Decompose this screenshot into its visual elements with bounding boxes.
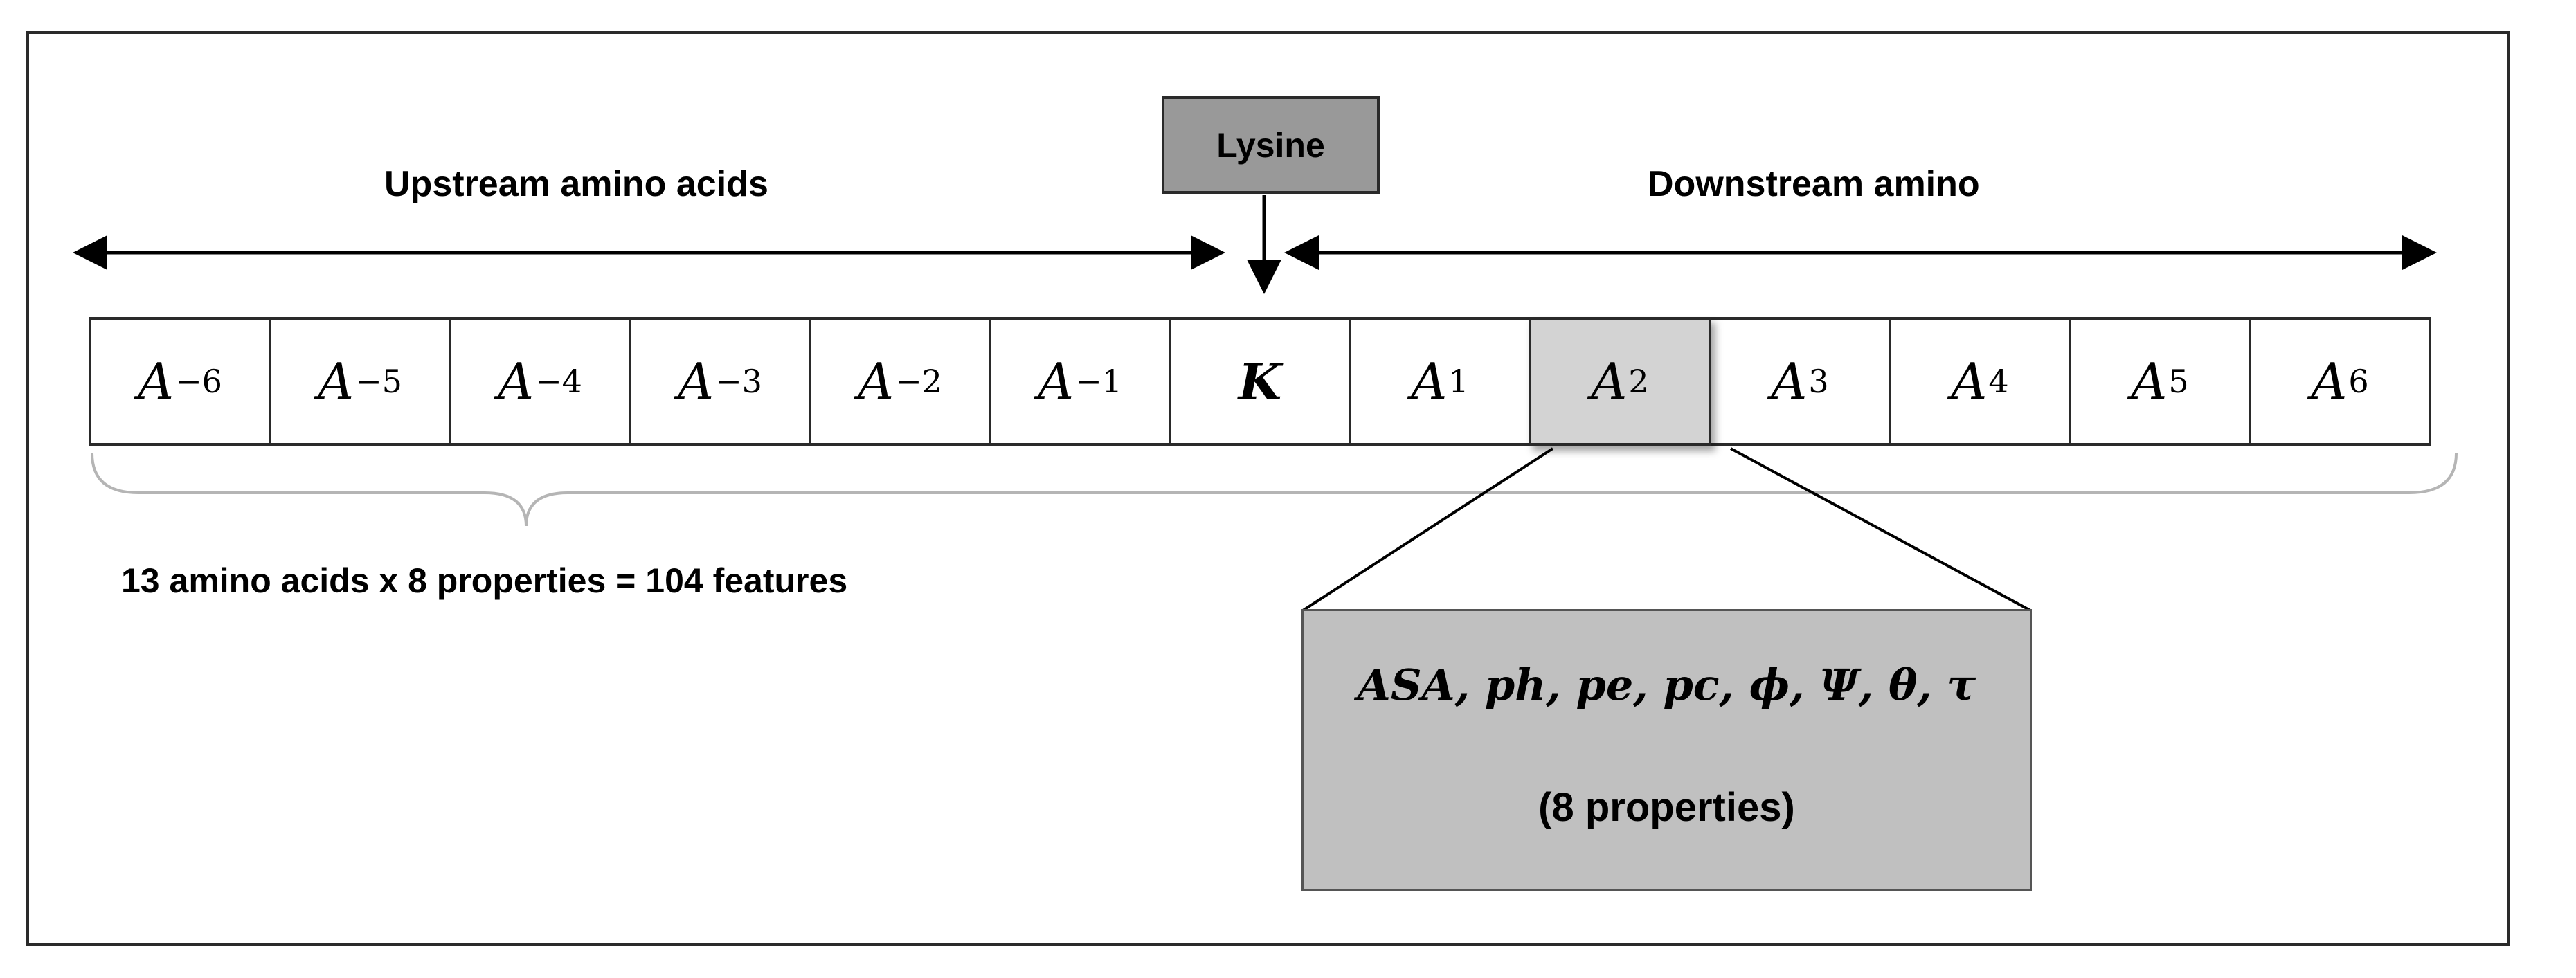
zoom-line-left	[1301, 447, 1554, 612]
cell-a-minus-2: A−2	[809, 317, 991, 446]
cell-a-minus-5: A−5	[269, 317, 451, 446]
cell-lysine-k: K	[1169, 317, 1351, 446]
cell-a-minus-1: A−1	[989, 317, 1171, 446]
upstream-label: Upstream amino acids	[384, 164, 768, 204]
property-list: ASA, ph, pe, pc, ϕ, Ψ, θ, τ	[1357, 660, 1976, 710]
feature-count-label: 13 amino acids x 8 properties = 104 feat…	[121, 561, 848, 600]
curly-brace	[91, 453, 2458, 527]
lysine-label: Lysine	[1216, 125, 1325, 165]
cell-a-minus-3: A−3	[629, 317, 811, 446]
cell-a-minus-6: A−6	[89, 317, 271, 446]
downstream-label: Downstream amino	[1648, 164, 1980, 204]
zoom-line-right	[1730, 447, 2031, 612]
cell-a-minus-4: A−4	[449, 317, 631, 446]
lysine-box: Lysine	[1162, 96, 1380, 194]
diagram-frame	[26, 31, 2510, 946]
property-count: (8 properties)	[1538, 785, 1795, 830]
property-box: ASA, ph, pe, pc, ϕ, Ψ, θ, τ (8 propertie…	[1301, 609, 2032, 891]
